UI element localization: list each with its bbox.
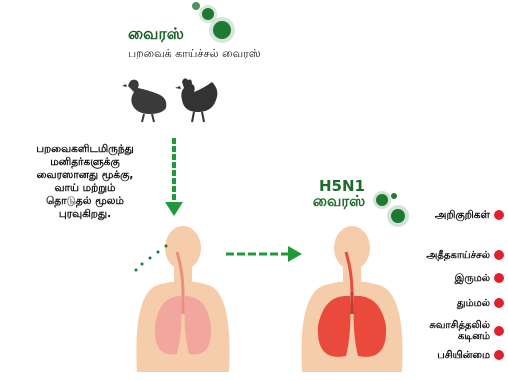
symptom-bullet [494,298,504,308]
symptom-bullet [494,273,504,283]
transmission-text: பறவைகளிடமிருந்து மனிதர்களுக்கு வைரஸானது … [15,143,155,221]
symptom-bullet [494,326,504,336]
transmission-line: தொடுதல் மூலம் [15,195,155,208]
symptom-item: அதீதகாய்ச்சல் [400,250,490,261]
transmission-line: வாய் மற்றும் [15,182,155,195]
symptoms-title: அறிகுறிகள் [400,210,490,221]
bird-flu-label: பறவைக் காய்ச்சல் வைரஸ் [128,47,261,60]
symptom-item: சுவாசித்தலில் கடினம் [410,320,490,342]
down-arrow-icon [162,138,186,220]
symptom-item: பசியின்மை [400,350,490,361]
duck-icon [122,76,172,124]
symptom-bullet [494,350,504,360]
h5n1-virus-label: வைரஸ் [306,193,372,209]
hen-icon [172,76,222,124]
virus-label: வைரஸ் [128,24,184,45]
transmission-line: பறவைகளிடமிருந்து [15,143,155,156]
symptom-item: தும்மல் [400,298,490,309]
symptom-item: இருமல் [400,273,490,284]
transmission-line: புரவுகிறது. [15,208,155,221]
human-figure-infected [290,222,415,372]
inhale-dots [132,240,172,280]
transmission-line: வைரஸானது மூக்கு, [15,169,155,182]
symptom-bullet [494,210,504,220]
transmission-line: மனிதர்களுக்கு [15,156,155,169]
symptom-bullet [494,250,504,260]
